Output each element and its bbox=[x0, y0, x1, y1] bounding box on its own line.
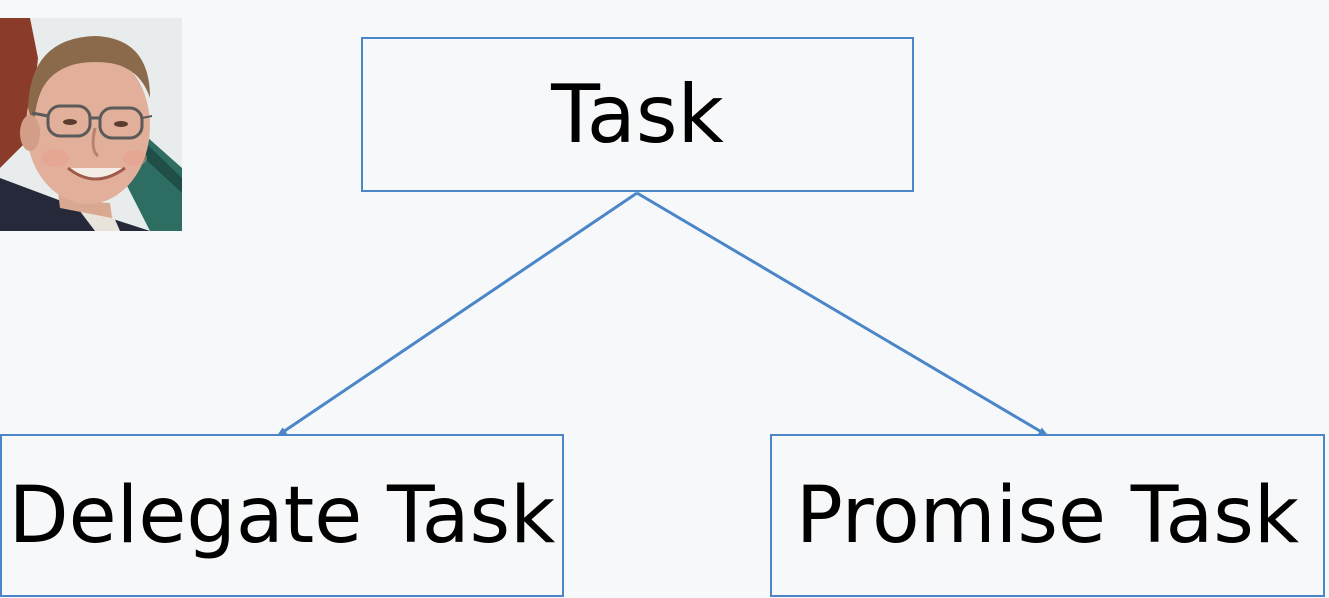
delegate-task-node-label: Delegate Task bbox=[8, 470, 556, 561]
task-node: Task bbox=[361, 37, 914, 192]
promise-task-node: Promise Task bbox=[770, 434, 1325, 597]
edge-task-to-delegate-task bbox=[276, 191, 638, 437]
delegate-task-node: Delegate Task bbox=[0, 434, 564, 597]
edge-task-to-promise-task bbox=[636, 191, 1049, 437]
presenter-portrait-image bbox=[0, 18, 182, 231]
promise-task-node-label: Promise Task bbox=[795, 470, 1300, 561]
presenter-photo bbox=[0, 18, 182, 231]
task-node-label: Task bbox=[551, 68, 724, 161]
